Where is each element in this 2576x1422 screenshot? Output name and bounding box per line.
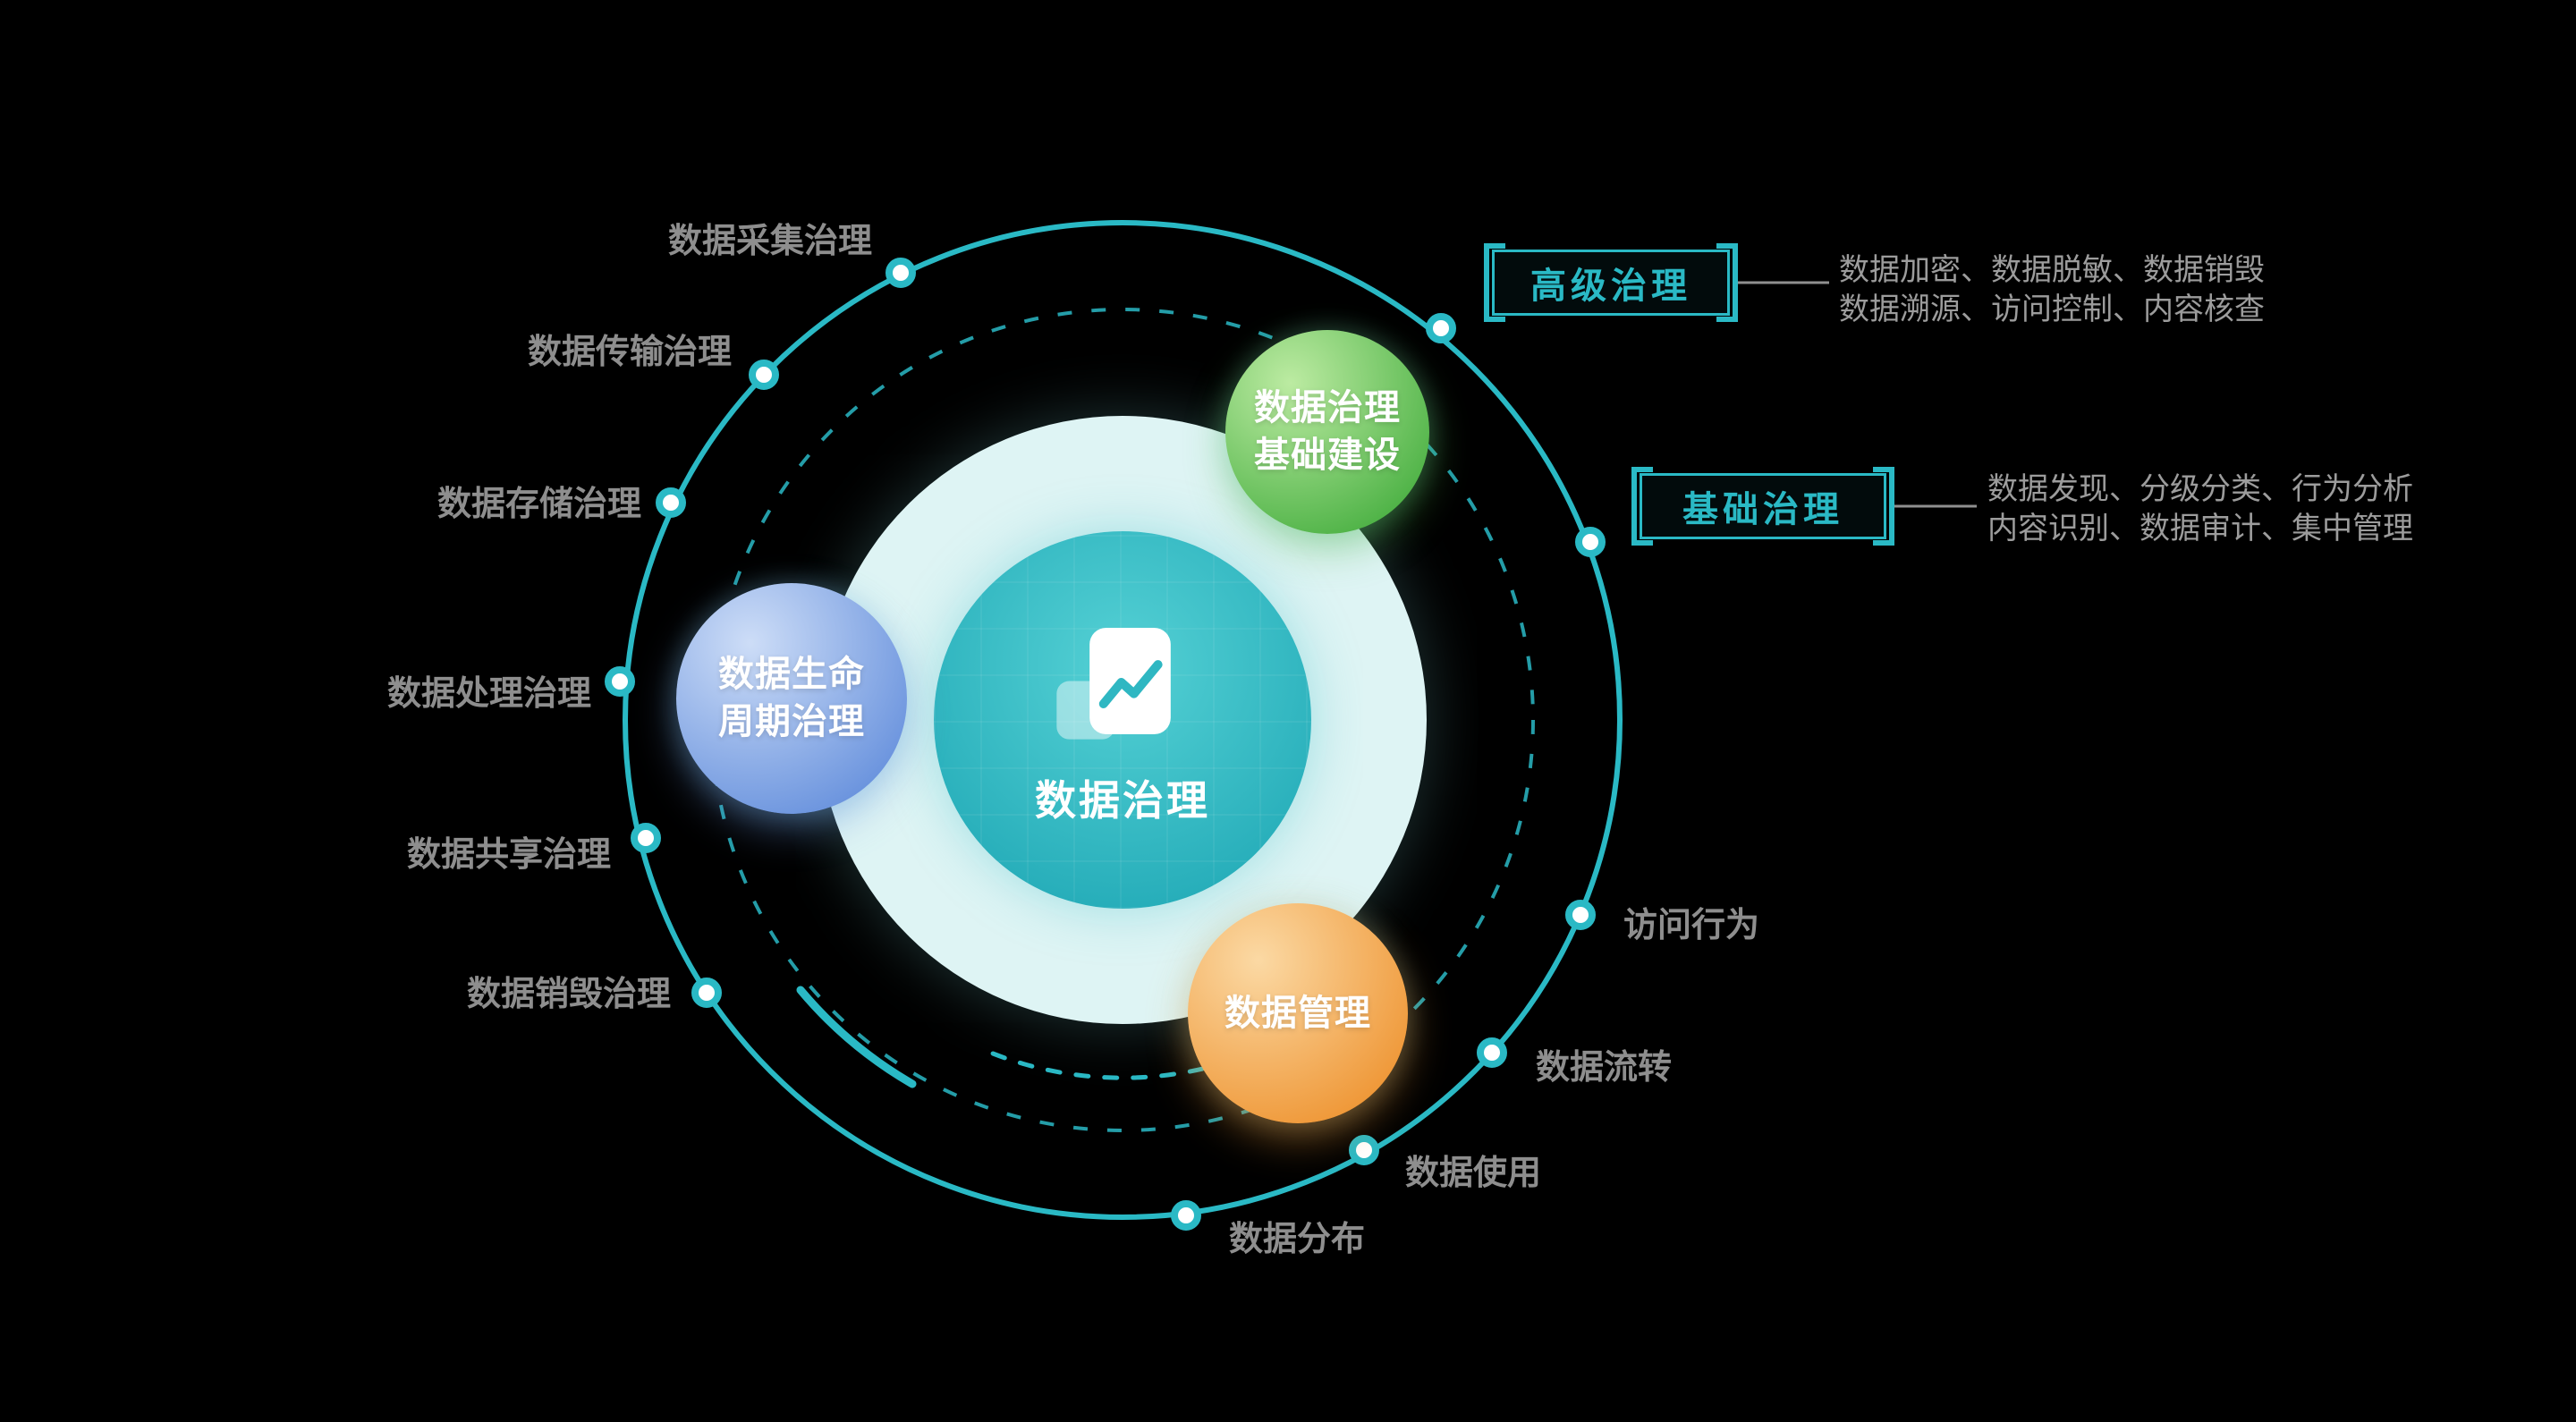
callout-box-basic: 基础治理 — [1631, 467, 1894, 546]
orbit-node-basic — [1575, 527, 1606, 557]
orbit-node-sharing — [631, 823, 661, 853]
orbit-label-transmission: 数据传输治理 — [527, 334, 732, 371]
orbit-label-collection: 数据采集治理 — [667, 223, 872, 260]
callout-desc-line: 数据溯源、访问控制、内容核查 — [1839, 292, 2265, 326]
center-circle: 数据治理 — [934, 531, 1311, 909]
orbit-label-storage: 数据存储治理 — [436, 486, 641, 523]
orbit-node-distribution — [1171, 1200, 1201, 1231]
orbit-label-access: 访问行为 — [1623, 907, 1760, 944]
orbit-node-usage — [1349, 1135, 1379, 1165]
bubble-text-line: 数据管理 — [1224, 993, 1371, 1033]
outer-orbit-ring — [623, 220, 1623, 1220]
orbit-label-sharing: 数据共享治理 — [406, 836, 611, 874]
bubble-governance-foundation: 数据治理 基础建设 — [1225, 330, 1429, 534]
orbit-node-access — [1565, 900, 1596, 930]
orbit-node-destruction — [691, 978, 722, 1008]
orbit-label-flow: 数据流转 — [1536, 1049, 1673, 1087]
orbit-node-flow — [1477, 1037, 1507, 1068]
orbit-node-processing — [605, 666, 635, 697]
bubble-text-line: 数据治理 — [1254, 388, 1401, 428]
bubble-text-line: 周期治理 — [718, 702, 865, 741]
center-title: 数据治理 — [1035, 777, 1210, 824]
callout-title-basic: 基础治理 — [1682, 490, 1843, 529]
orbit-label-distribution: 数据分布 — [1229, 1221, 1366, 1258]
orbit-label-usage: 数据使用 — [1405, 1155, 1542, 1192]
orbit-node-storage — [656, 487, 686, 518]
callout-box-advanced: 高级治理 — [1484, 243, 1738, 322]
bubble-text-line: 数据生命 — [718, 655, 865, 695]
callout-desc-line: 数据发现、分级分类、行为分析 — [1987, 472, 2413, 506]
orbit-node-transmission — [749, 360, 779, 390]
callout-desc-line: 内容识别、数据审计、集中管理 — [1987, 512, 2413, 546]
orbit-node-advanced — [1426, 313, 1456, 343]
orbit-label-destruction: 数据销毁治理 — [466, 976, 671, 1013]
orbit-node-collection — [886, 258, 916, 288]
dashed-orbit-ring — [710, 308, 1535, 1132]
callout-desc-line: 数据加密、数据脱敏、数据销毁 — [1839, 253, 2265, 287]
bubble-text-line: 基础建设 — [1254, 436, 1401, 475]
decorative-arc — [796, 986, 917, 1088]
document-chart-icon — [1056, 628, 1171, 740]
bubble-data-lifecycle: 数据生命 周期治理 — [676, 583, 907, 814]
orbit-label-processing: 数据处理治理 — [386, 675, 591, 713]
callout-desc-advanced: 数据加密、数据脱敏、数据销毁 数据溯源、访问控制、内容核查 — [1839, 250, 2265, 329]
callout-desc-basic: 数据发现、分级分类、行为分析 内容识别、数据审计、集中管理 — [1987, 470, 2413, 548]
bubble-data-management: 数据管理 — [1188, 903, 1408, 1123]
callout-title-advanced: 高级治理 — [1530, 267, 1691, 306]
